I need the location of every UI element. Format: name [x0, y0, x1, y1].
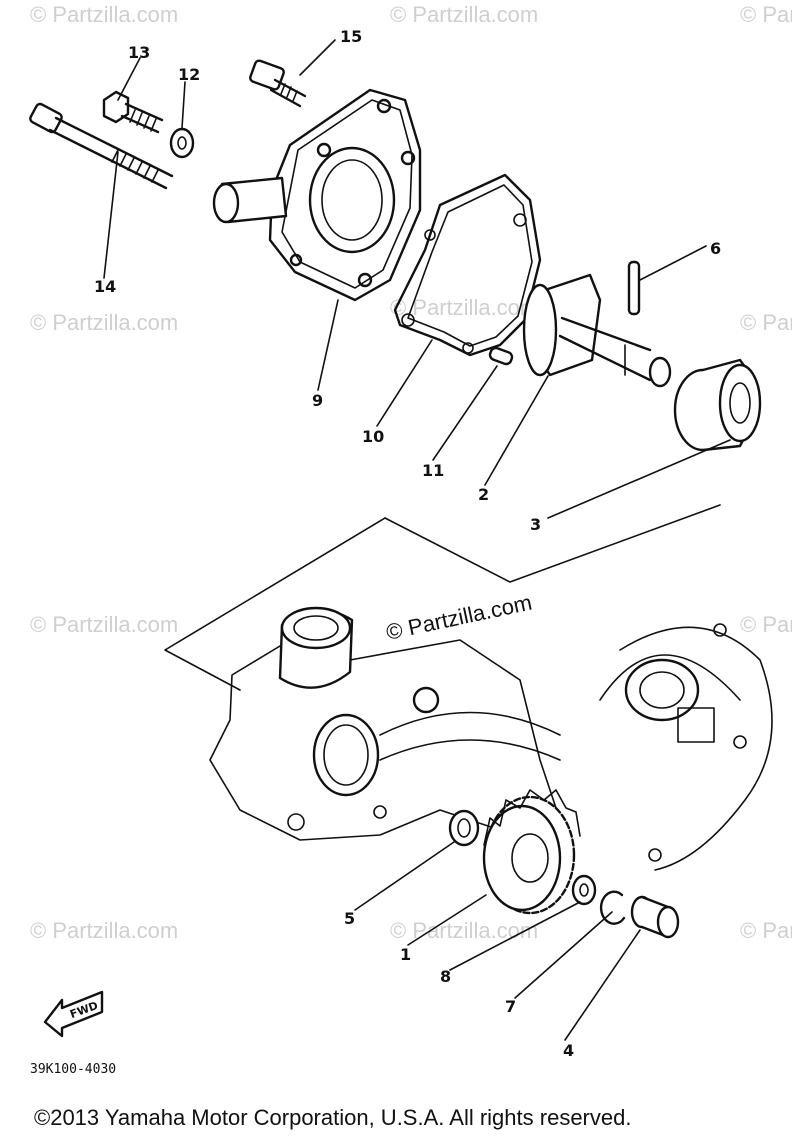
dowel-pin-11	[488, 346, 514, 366]
watermark-text: © Partzilla.com	[30, 2, 178, 27]
label-12: 12	[178, 65, 200, 84]
label-10: 10	[362, 427, 384, 446]
label-8: 8	[440, 967, 451, 986]
washer-5	[448, 809, 480, 847]
label-2: 2	[478, 485, 489, 504]
label-9: 9	[312, 391, 323, 410]
impeller-shaft-2	[522, 273, 672, 388]
watermark-text: © Partzilla.com	[390, 2, 538, 27]
watermark-text: © Partzilla.com	[740, 918, 792, 943]
watermark-layer: © Partzilla.com © Partzilla.com © Partzi…	[30, 2, 792, 943]
watermark-text: © Partzilla.com	[740, 612, 792, 637]
pin-6	[627, 260, 641, 316]
bolt-13	[102, 90, 164, 134]
gear-1	[482, 789, 581, 915]
label-7: 7	[505, 997, 516, 1016]
label-11: 11	[422, 461, 444, 480]
watermark-text: © Partzilla.com	[390, 918, 538, 943]
gasket-10	[393, 173, 542, 357]
watermark-text: © Partzilla.com	[30, 310, 178, 335]
circlip-7	[599, 890, 626, 925]
drawing-code: 39K100-4030	[30, 1062, 116, 1077]
pump-housing-9	[212, 88, 422, 302]
label-6: 6	[710, 239, 721, 258]
bolt-14	[29, 102, 174, 190]
watermark-text: © Partzilla.com	[740, 2, 792, 27]
washer-12	[169, 127, 195, 159]
alignment-frame	[164, 504, 721, 691]
watermark-text: © Partzilla.com	[740, 310, 792, 335]
leader-lines	[103, 39, 731, 1041]
label-13: 13	[128, 43, 150, 62]
label-4: 4	[563, 1041, 574, 1060]
part-labels: 15 13 12 14 9 10 11 2 3 6 5 1 8 7 4	[94, 27, 721, 1060]
label-3: 3	[530, 515, 541, 534]
bearing-3	[673, 358, 762, 452]
label-5: 5	[344, 909, 355, 928]
watermark-text: © Partzilla.com	[30, 918, 178, 943]
label-15: 15	[340, 27, 362, 46]
label-14: 14	[94, 277, 116, 296]
copyright-text: ©2013 Yamaha Motor Corporation, U.S.A. A…	[34, 1105, 631, 1130]
watermark-center-text: © Partzilla.com	[384, 590, 534, 645]
fwd-arrow-icon: FWD	[43, 990, 104, 1038]
bolt-15	[249, 59, 307, 108]
label-1: 1	[400, 945, 411, 964]
collar-4	[630, 895, 680, 939]
washer-8	[571, 874, 597, 906]
watermark-text: © Partzilla.com	[30, 612, 178, 637]
